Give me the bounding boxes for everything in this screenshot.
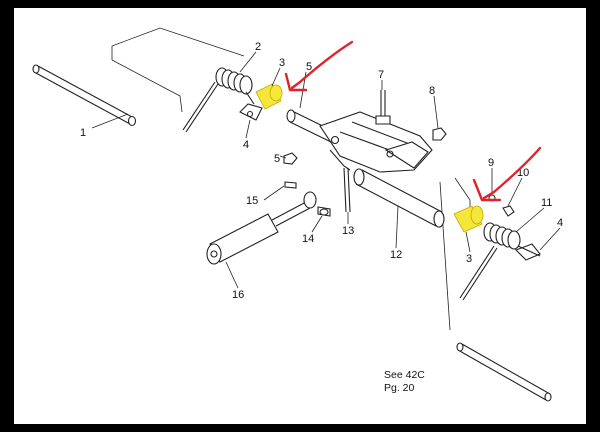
callout-15: 15 [246,195,258,207]
bushing-part-3-right [453,205,484,233]
pin-part-13 [343,167,351,213]
callout-1: 1 [80,127,86,139]
nut-part-5 [283,152,298,165]
nut-part-8 [432,127,447,141]
callout-12: 12 [390,249,402,261]
gas-strut-part-16 [206,191,317,265]
callout-3-right: 3 [466,253,472,265]
callout-5: 5 [274,153,280,165]
callout-11: 11 [541,197,552,209]
fasteners-part-14-15 [284,181,331,217]
arrow-left-icon [290,40,354,90]
callout-14: 14 [302,233,314,245]
rod-lower-right [456,342,552,402]
spring-part-11 [459,222,541,301]
note-line-2: Pg. 20 [384,382,415,394]
bushing-part-3-left [255,83,283,110]
clip-part-4-right [515,243,541,261]
callout-2: 2 [255,41,261,53]
note-line-1: See 42C [384,369,425,381]
callout-4-left: 4 [243,139,249,151]
callout-13: 13 [342,225,354,237]
callout-9: 9 [488,157,494,169]
callout-7: 7 [378,69,384,81]
callout-3-left: 3 [279,57,285,69]
diagram-sheet [14,8,586,424]
red-annotation-arrows [284,40,542,202]
callout-4-right: 4 [557,217,563,229]
main-shaft-assembly [286,109,433,173]
arrow-left-head-icon [284,72,308,92]
clip-part-4-left [239,103,263,121]
hardware-part-9-10 [488,194,515,217]
reference-note: See 42C Pg. 20 [384,369,425,394]
spring-part-2 [182,67,255,133]
callout-5-upper: 5 [306,61,312,73]
arrow-right-icon [482,146,542,200]
arrow-right-head-icon [472,178,502,202]
callout-labels: 1 2 3 5 4 5 7 8 9 10 11 4 3 12 13 14 15 … [80,41,563,301]
callout-16: 16 [232,289,244,301]
bolt-part-7 [375,90,391,125]
phantom-lines [111,27,471,331]
rod-part-1 [32,64,137,127]
shaft-part-12 [353,168,445,228]
callout-8: 8 [429,85,435,97]
